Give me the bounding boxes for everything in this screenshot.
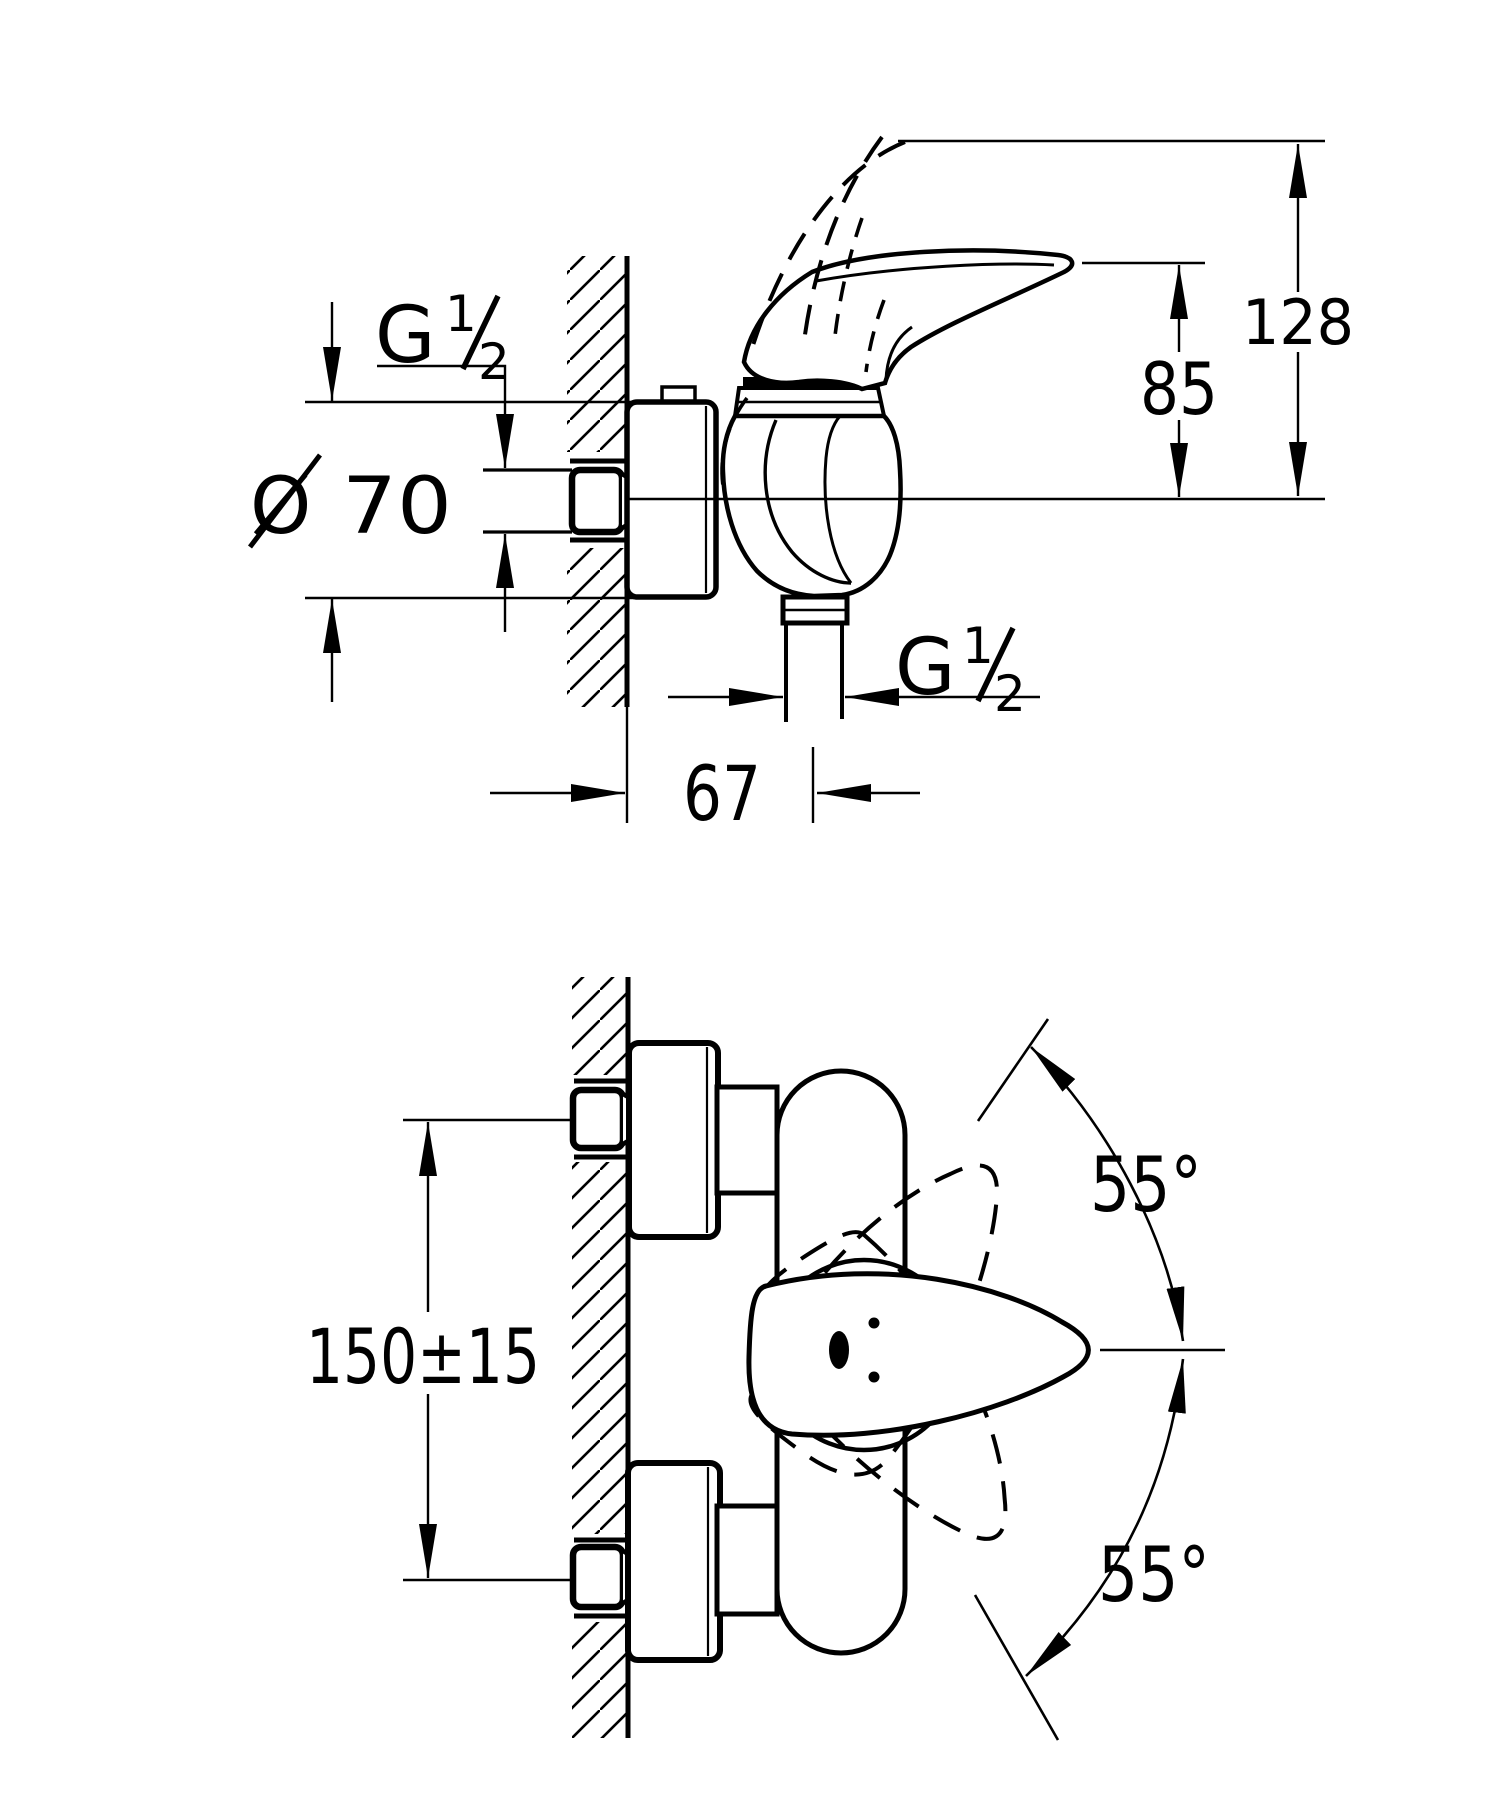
union-nut-lower xyxy=(569,1543,627,1611)
handle-front xyxy=(749,1274,1088,1436)
handle-dot xyxy=(868,1371,880,1383)
front-view: 150±15 55° 55° xyxy=(306,977,1225,1741)
dia70-value: 70 xyxy=(342,462,452,552)
union-nut xyxy=(568,466,626,536)
body-contour-line xyxy=(823,415,853,584)
handle-marking xyxy=(829,1331,849,1369)
angle-up-text: 55° xyxy=(1090,1140,1202,1229)
connection-nipple-lower xyxy=(714,1503,780,1617)
lever-side xyxy=(741,248,1075,392)
outlet-thread-label-num: 1 xyxy=(962,617,994,675)
angle-down-text: 55° xyxy=(1098,1530,1210,1619)
dia-symbol-slash xyxy=(248,453,322,549)
angle-radial-lower xyxy=(973,1594,1060,1741)
lever-raised-dashed xyxy=(832,217,864,346)
outlet-thread-fraction-slash xyxy=(975,626,1016,703)
angle-arc-upper xyxy=(1030,1046,1185,1342)
inlet-thread-label-g: G xyxy=(375,291,435,381)
angle-arc-lower xyxy=(1025,1358,1186,1677)
handle-dot xyxy=(868,1317,880,1329)
inlet-thread-leader xyxy=(377,364,514,468)
escutcheon-upper xyxy=(626,1040,721,1240)
inlet-thread-fraction-slash xyxy=(460,294,501,371)
escutcheon-tab xyxy=(660,385,697,402)
union-nut-upper xyxy=(569,1086,627,1152)
inlet-thread-label-den: 2 xyxy=(478,333,510,391)
lever-inner-line xyxy=(884,325,913,381)
dim128-text: 128 xyxy=(1242,286,1354,359)
side-view: G 1 2 Ø 70 128 85 67 G 1 2 xyxy=(248,135,1354,838)
lever-raised-dashed xyxy=(720,396,749,487)
dim85-text: 85 xyxy=(1140,347,1218,431)
outlet-thread-label-g: G xyxy=(895,623,955,713)
lever-raised-dashed xyxy=(801,135,884,351)
dim67-text: 67 xyxy=(683,749,761,838)
dim150-text: 150±15 xyxy=(306,1312,540,1401)
lever-raised-dashed xyxy=(747,140,906,359)
body-contour-line xyxy=(763,419,852,585)
escutcheon-lower xyxy=(625,1460,723,1663)
outlet-thread-label-den: 2 xyxy=(994,665,1026,723)
inlet-thread-label-num: 1 xyxy=(445,285,477,343)
lever-inner-line xyxy=(815,262,1055,283)
lever-raised-dashed xyxy=(864,299,886,373)
connection-nipple-upper xyxy=(714,1084,780,1196)
angle-radial-upper xyxy=(976,1018,1050,1122)
